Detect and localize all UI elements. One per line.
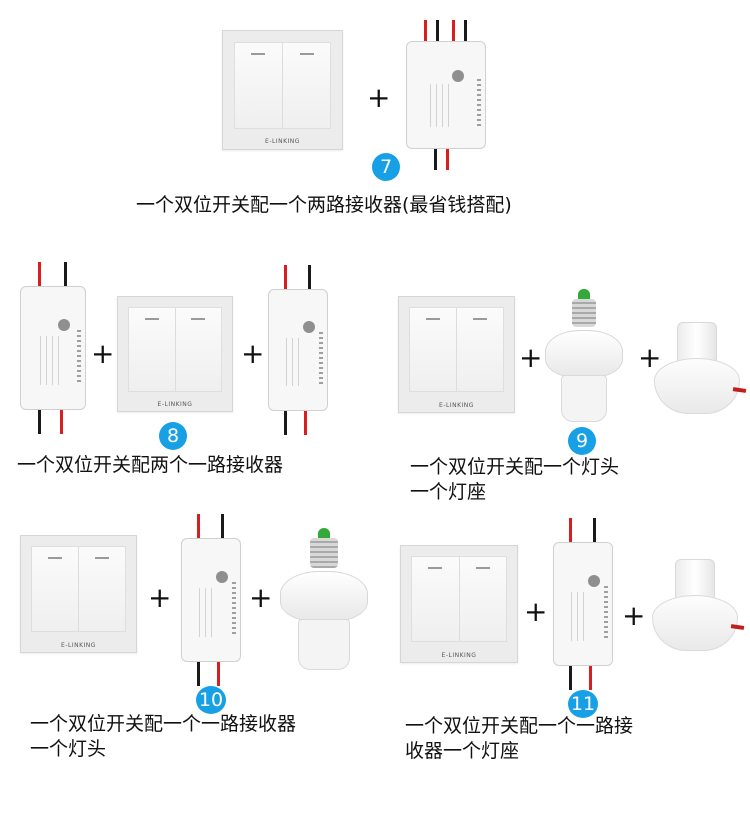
badge-9: 9 — [568, 427, 596, 455]
caption-8: 一个双位开关配两个一路接收器 — [17, 454, 284, 476]
double-switch-9: E-LINKING — [398, 296, 515, 413]
caption-10-line2: 一个灯头 — [30, 738, 107, 760]
lamp-socket-9 — [543, 288, 625, 428]
double-switch-8: E-LINKING — [117, 296, 233, 412]
double-switch-7: E-LINKING — [222, 30, 343, 150]
switch-key-left — [234, 42, 283, 128]
pairing-button-icon — [215, 570, 228, 583]
one-way-receiver-10 — [181, 514, 241, 686]
caption-11-line2: 收器一个灯座 — [405, 740, 520, 762]
badge-11: 11 — [568, 690, 598, 718]
switch-brand: E-LINKING — [441, 651, 477, 659]
caption-9-line2: 一个灯座 — [410, 481, 487, 503]
switch-key-right — [459, 557, 506, 642]
switch-key-left — [410, 308, 457, 392]
one-way-receiver-8b — [268, 265, 328, 435]
plus-sign: + — [91, 337, 115, 370]
receiver-body — [20, 286, 86, 410]
plus-sign: + — [524, 595, 548, 628]
switch-brand: E-LINKING — [265, 138, 300, 146]
caption-11-line1: 一个双位开关配一个一路接 — [405, 715, 634, 737]
switch-brand: E-LINKING — [439, 401, 474, 409]
receiver-body — [406, 41, 486, 149]
switch-plate — [411, 556, 507, 643]
caption-9-line1: 一个双位开关配一个灯头 — [410, 456, 620, 478]
double-switch-11: E-LINKING — [400, 545, 518, 663]
plus-sign: + — [241, 337, 265, 370]
switch-plate — [128, 307, 222, 392]
caption-7: 一个双位开关配一个两路接收器(最省钱搭配) — [136, 194, 512, 216]
one-way-receiver-11 — [553, 518, 613, 690]
double-switch-10: E-LINKING — [20, 535, 137, 653]
pairing-button-icon — [58, 318, 71, 331]
switch-key-right — [457, 308, 503, 392]
lamp-holder-11 — [650, 555, 744, 655]
plus-sign: + — [519, 341, 543, 374]
switch-brand: E-LINKING — [157, 400, 193, 408]
plus-sign: + — [249, 581, 273, 614]
plus-sign: + — [148, 581, 172, 614]
switch-key-left — [129, 308, 176, 391]
pairing-button-icon — [302, 321, 315, 334]
receiver-body — [553, 542, 613, 666]
switch-key-right — [175, 308, 221, 391]
receiver-body — [181, 538, 241, 662]
switch-key-left — [412, 557, 460, 642]
switch-plate — [31, 546, 126, 633]
pairing-button-icon — [587, 574, 600, 587]
caption-10-line1: 一个双位开关配一个一路接收器 — [30, 713, 297, 735]
lamp-socket-10 — [278, 526, 370, 676]
plus-sign: + — [622, 599, 646, 632]
switch-key-left — [32, 547, 79, 632]
one-way-receiver-8a — [20, 262, 86, 434]
badge-8: 8 — [159, 422, 187, 450]
switch-key-right — [283, 42, 331, 128]
plus-sign: + — [638, 341, 662, 374]
receiver-body — [268, 288, 328, 412]
badge-7: 7 — [372, 153, 400, 181]
switch-key-right — [79, 547, 125, 632]
badge-10: 10 — [196, 686, 226, 714]
two-way-receiver-7 — [406, 20, 486, 170]
pairing-button-icon — [452, 69, 465, 82]
switch-brand: E-LINKING — [61, 641, 96, 649]
plus-sign: + — [367, 81, 391, 114]
switch-plate — [233, 41, 332, 129]
lamp-holder-9 — [652, 318, 746, 418]
switch-plate — [409, 307, 504, 393]
